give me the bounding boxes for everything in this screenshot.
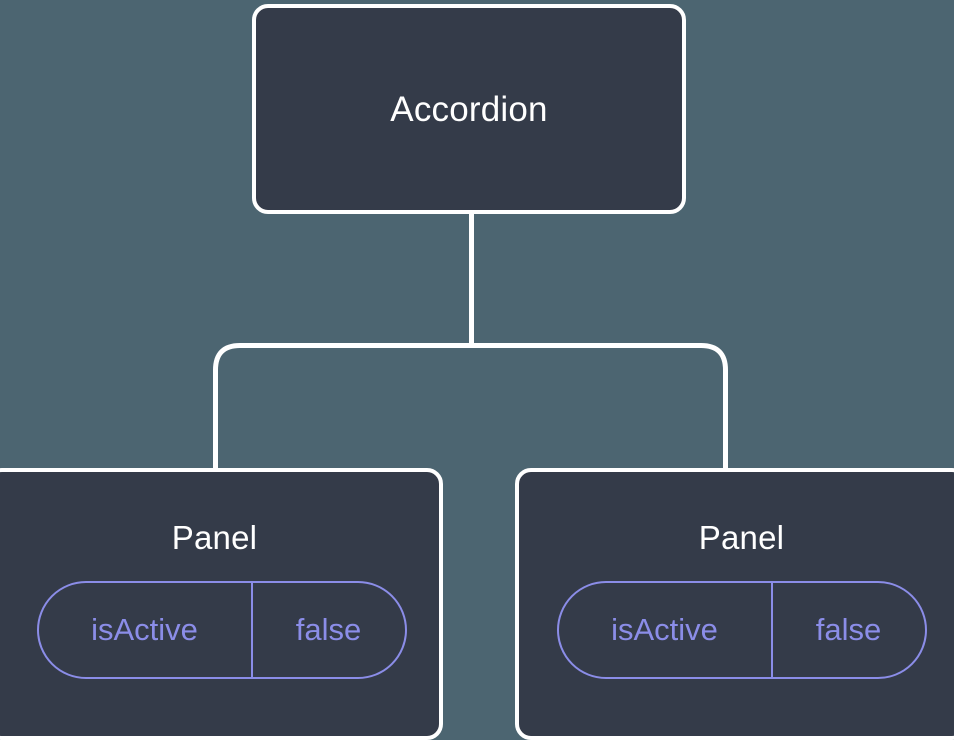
connector-branch-right	[471, 343, 728, 470]
node-panel-left[interactable]: Panel isActive false	[0, 468, 443, 740]
prop-pill-left[interactable]: isActive false	[36, 581, 407, 679]
node-accordion-title: Accordion	[390, 89, 548, 129]
prop-pill-right-value: false	[815, 612, 882, 647]
connector-branch-left	[213, 343, 472, 470]
prop-pill-right[interactable]: isActive false	[556, 581, 927, 679]
node-panel-left-title: Panel	[171, 519, 258, 556]
prop-pill-left-value: false	[295, 612, 362, 647]
node-panel-right-title: Panel	[698, 519, 785, 556]
prop-pill-right-key: isActive	[559, 583, 773, 677]
node-accordion[interactable]: Accordion	[252, 4, 686, 214]
prop-pill-left-key: isActive	[39, 583, 253, 677]
node-panel-right[interactable]: Panel isActive false	[515, 468, 954, 740]
